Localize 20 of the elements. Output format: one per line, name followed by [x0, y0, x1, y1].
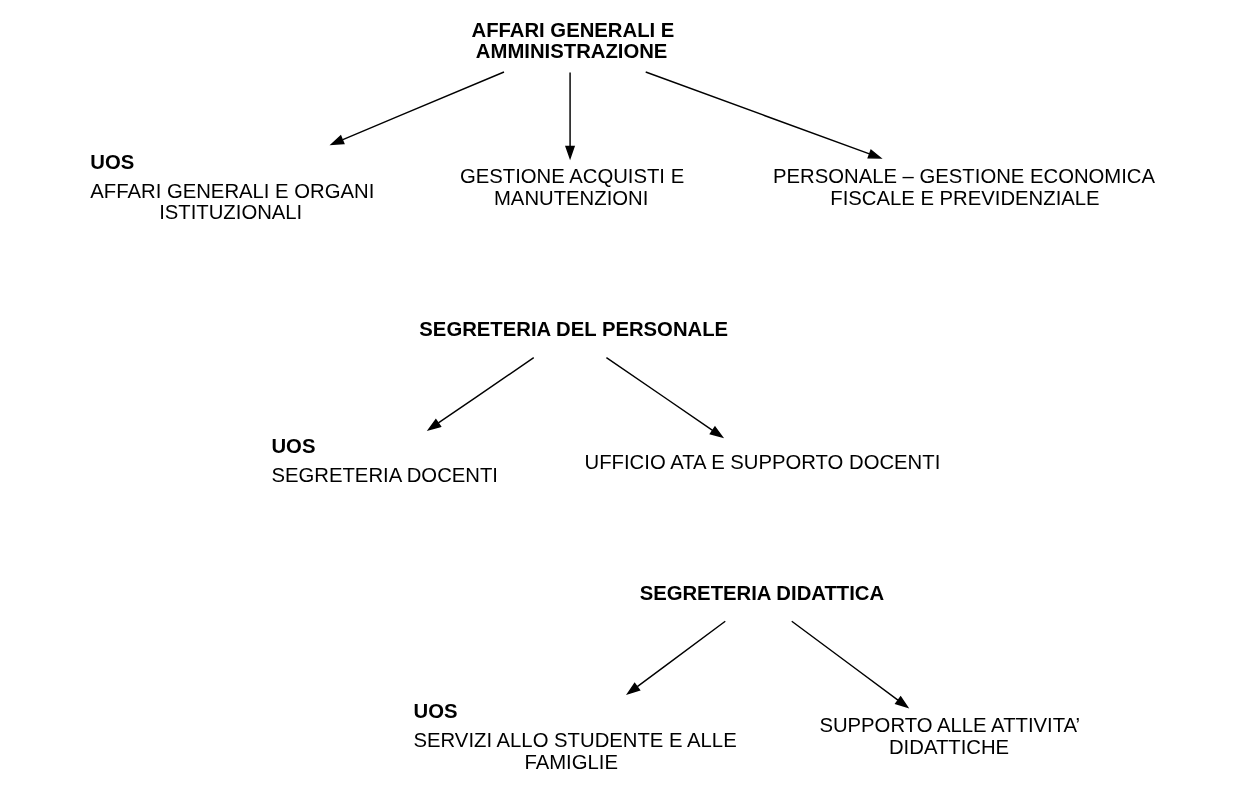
node-text: GESTIONE ACQUISTI E MANUTENZIONI — [459, 165, 684, 209]
arrow — [605, 356, 724, 439]
node-text: UFFICIO ATA E SUPPORTO DOCENTI — [584, 451, 940, 474]
node-label: UOS — [89, 150, 134, 173]
arrow — [790, 620, 909, 709]
node-text: SEGRETERIA DIDATTICA — [639, 581, 884, 604]
arrow — [625, 620, 726, 695]
node-text: SERVIZI ALLO STUDENTE E ALLE FAMIGLIE — [413, 728, 737, 773]
arrow — [426, 356, 534, 431]
node-text: SEGRETERIA DEL PERSONALE — [418, 317, 728, 340]
arrow — [564, 71, 575, 161]
arrow — [644, 71, 883, 159]
node-label: UOS — [270, 435, 315, 458]
arrow — [329, 71, 505, 146]
node-label: UOS — [413, 699, 457, 722]
node-text: SUPPORTO ALLE ATTIVITA’ DIDATTICHE — [818, 714, 1080, 759]
node-text: PERSONALE – GESTIONE ECONOMICA FISCALE E PREVIDENZIALE — [772, 165, 1155, 209]
node-text: SEGRETERIA DOCENTI — [270, 464, 498, 487]
node-text: AFFARI GENERALI E ORGANI ISTITUZIONALI — [89, 179, 374, 224]
node-text: AFFARI GENERALI E AMMINISTRAZIONE — [471, 19, 674, 62]
